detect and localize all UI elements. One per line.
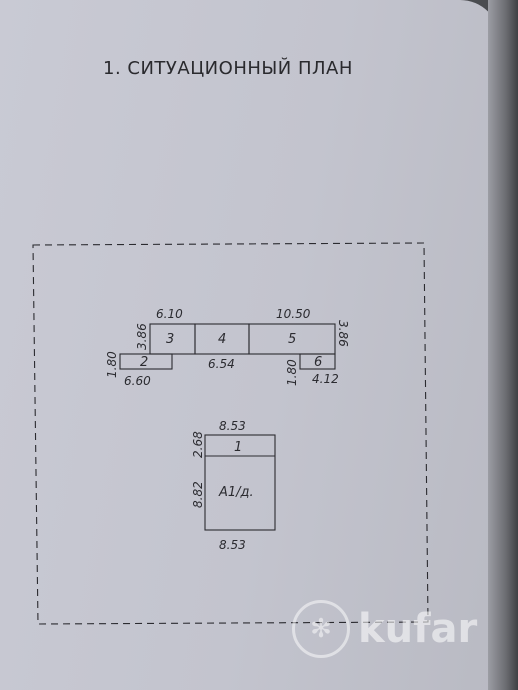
label-b4: 4 [218,332,226,347]
dim-h2: 1.80 [105,351,119,378]
building-2 [119,353,173,370]
dim-h-left: 3.86 [135,323,149,350]
label-a1: А1/д. [218,485,254,500]
dim-main-top: 8.53 [219,419,246,433]
kufar-logo-icon: ✻ [292,600,350,658]
dim-main-top-height: 2.68 [191,431,205,458]
document-page [0,0,500,690]
dim-h6: 1.80 [285,359,299,386]
site-boundary [32,242,429,625]
dim-w2: 6.60 [124,374,151,388]
dim-w4: 6.54 [208,357,235,371]
page-title: 1. СИТУАЦИОННЫЙ ПЛАН [103,58,353,79]
dim-main-height: 8.82 [191,481,205,508]
kufar-watermark: ✻ kufar [292,600,477,658]
label-b5: 5 [288,332,296,347]
page-edge [488,0,518,690]
dim-h-right: 3.86 [336,320,350,347]
label-b3: 3 [166,332,174,347]
dim-w5: 10.50 [276,307,311,321]
label-b2: 2 [140,355,148,370]
building-a1 [204,434,276,531]
label-b6: 6 [314,355,322,370]
building-6 [299,353,336,370]
dim-main-bottom: 8.53 [219,538,246,552]
building-5 [248,323,336,355]
dim-w6: 4.12 [312,372,339,386]
watermark-text: kufar [358,606,478,652]
dim-w3: 6.10 [156,307,183,321]
label-b1: 1 [234,440,242,455]
